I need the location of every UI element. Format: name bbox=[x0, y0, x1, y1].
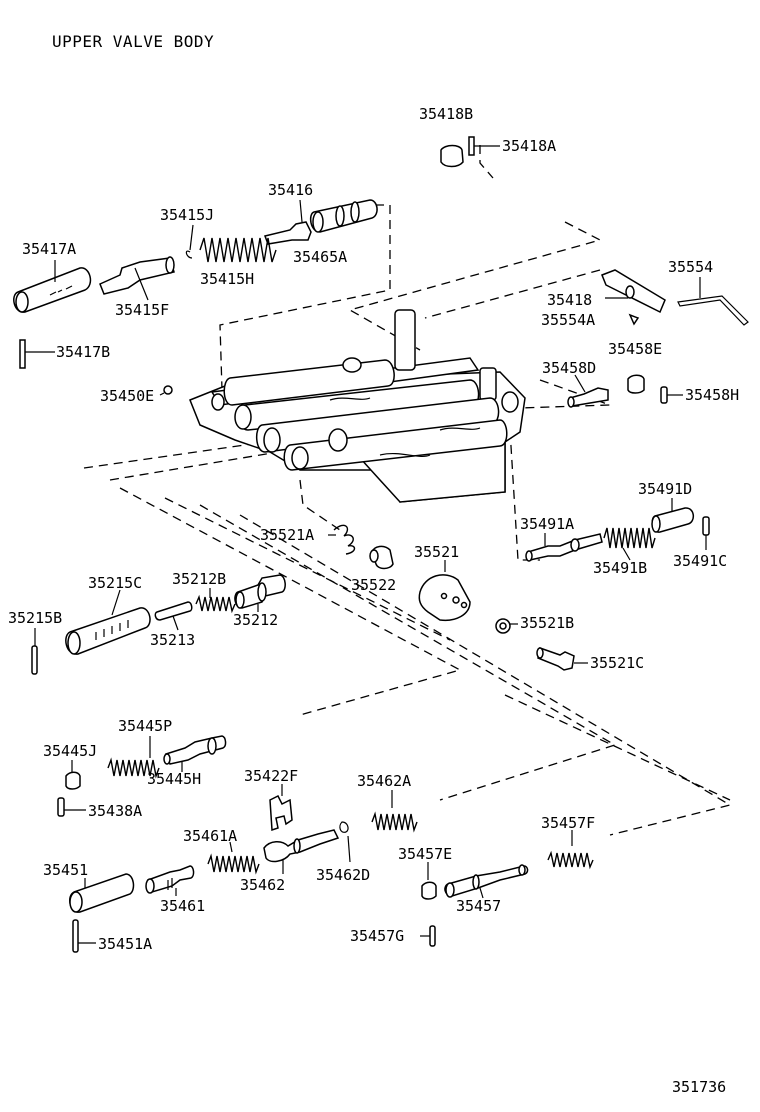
label-35215C: 35215C bbox=[88, 574, 142, 592]
label-35458D: 35458D bbox=[542, 359, 596, 377]
diagram-title: UPPER VALVE BODY bbox=[52, 32, 214, 51]
part-35521C[interactable]: 35521C bbox=[536, 647, 644, 672]
part-35415H[interactable]: 35415H bbox=[199, 237, 277, 288]
part-35491C[interactable]: 35491C bbox=[673, 516, 727, 570]
part-35445P[interactable]: 35445P bbox=[107, 717, 172, 779]
part-35461[interactable]: 35461 bbox=[145, 865, 205, 915]
label-35457F: 35457F bbox=[541, 814, 595, 832]
label-35457G: 35457G bbox=[350, 927, 404, 945]
part-35417B[interactable]: 35417B bbox=[19, 339, 110, 369]
label-35458E: 35458E bbox=[608, 340, 662, 358]
label-35554: 35554 bbox=[668, 258, 713, 276]
label-35415H: 35415H bbox=[200, 270, 254, 288]
part-35415J[interactable]: 35415J bbox=[160, 206, 214, 259]
label-35457E: 35457E bbox=[398, 845, 452, 863]
upper-valve-body bbox=[189, 309, 526, 503]
part-35415F[interactable]: 35415F bbox=[99, 256, 175, 319]
label-35416: 35416 bbox=[268, 181, 313, 199]
part-35416[interactable]: 35416 bbox=[263, 181, 313, 245]
label-35418B: 35418B bbox=[419, 105, 473, 123]
label-35521A: 35521A bbox=[260, 526, 314, 544]
label-35462A: 35462A bbox=[357, 772, 411, 790]
part-35445J[interactable]: 35445J bbox=[43, 742, 97, 790]
part-35417A[interactable]: 35417A bbox=[13, 240, 92, 313]
label-35415F: 35415F bbox=[115, 301, 169, 319]
label-35521B: 35521B bbox=[520, 614, 574, 632]
label-35422F: 35422F bbox=[244, 767, 298, 785]
part-35462[interactable]: 35462 bbox=[240, 829, 340, 894]
label-35450E: 35450E bbox=[100, 387, 154, 405]
part-35457E[interactable]: 35457E bbox=[398, 845, 452, 900]
label-35417A: 35417A bbox=[22, 240, 76, 258]
part-35461A[interactable]: 35461A bbox=[183, 827, 260, 875]
label-35461: 35461 bbox=[160, 897, 205, 915]
label-35445J: 35445J bbox=[43, 742, 97, 760]
label-35461A: 35461A bbox=[183, 827, 237, 845]
part-35418A[interactable]: 35418A bbox=[468, 136, 556, 156]
part-35462D[interactable]: 35462D bbox=[316, 821, 370, 884]
label-35445H: 35445H bbox=[147, 770, 201, 788]
label-35212: 35212 bbox=[233, 611, 278, 629]
part-35521A[interactable]: 35521A bbox=[260, 524, 356, 555]
part-35458H[interactable]: 35458H bbox=[660, 386, 739, 404]
label-35417B: 35417B bbox=[56, 343, 110, 361]
part-35450E[interactable]: 35450E bbox=[100, 385, 173, 405]
part-35445H[interactable]: 35445H bbox=[147, 735, 227, 788]
label-35451A: 35451A bbox=[98, 935, 152, 953]
label-35415J: 35415J bbox=[160, 206, 214, 224]
part-35451[interactable]: 35451 bbox=[43, 861, 135, 913]
part-35491A[interactable]: 35491A bbox=[520, 515, 603, 562]
part-35458E[interactable]: 35458E bbox=[608, 340, 662, 394]
part-35215C[interactable]: 35215C bbox=[65, 574, 151, 655]
label-35418: 35418 bbox=[547, 291, 592, 309]
label-35491A: 35491A bbox=[520, 515, 574, 533]
part-35457G[interactable]: 35457G bbox=[350, 925, 436, 947]
assembly-dashed-lines bbox=[83, 145, 732, 836]
label-35491D: 35491D bbox=[638, 480, 692, 498]
part-35438A[interactable]: 35438A bbox=[57, 797, 142, 820]
part-35554[interactable]: 35554 bbox=[668, 258, 749, 326]
label-35522: 35522 bbox=[351, 576, 396, 594]
label-35418A: 35418A bbox=[502, 137, 556, 155]
label-35445P: 35445P bbox=[118, 717, 172, 735]
part-35422F[interactable]: 35422F bbox=[244, 767, 298, 832]
label-35215B: 35215B bbox=[8, 609, 62, 627]
part-35215B[interactable]: 35215B bbox=[8, 609, 62, 675]
part-35465A[interactable]: 35465A bbox=[293, 199, 378, 266]
part-35554A[interactable]: 35554A bbox=[541, 311, 640, 329]
label-35554A: 35554A bbox=[541, 311, 595, 329]
label-35213: 35213 bbox=[150, 631, 195, 649]
part-35457F[interactable]: 35457F bbox=[541, 814, 595, 870]
label-35491C: 35491C bbox=[673, 552, 727, 570]
label-35451: 35451 bbox=[43, 861, 88, 879]
part-35457[interactable]: 35457 bbox=[444, 864, 529, 915]
part-35491D[interactable]: 35491D bbox=[638, 480, 694, 533]
part-35462A[interactable]: 35462A bbox=[357, 772, 418, 833]
label-35465A: 35465A bbox=[293, 248, 347, 266]
label-35458H: 35458H bbox=[685, 386, 739, 404]
label-35438A: 35438A bbox=[88, 802, 142, 820]
label-35212B: 35212B bbox=[172, 570, 226, 588]
label-35521: 35521 bbox=[414, 543, 459, 561]
part-35458D[interactable]: 35458D bbox=[542, 359, 609, 408]
part-35213[interactable]: 35213 bbox=[150, 601, 195, 649]
part-35212[interactable]: 35212 bbox=[233, 574, 286, 629]
part-35521[interactable]: 35521 bbox=[414, 543, 471, 622]
label-35462D: 35462D bbox=[316, 866, 370, 884]
label-35521C: 35521C bbox=[590, 654, 644, 672]
part-35521B[interactable]: 35521B bbox=[495, 614, 574, 634]
part-35212B[interactable]: 35212B bbox=[172, 570, 236, 614]
part-35451A[interactable]: 35451A bbox=[72, 919, 152, 953]
part-35522[interactable]: 35522 bbox=[351, 545, 396, 594]
part-35418B[interactable]: 35418B bbox=[419, 105, 473, 168]
figure-number: 351736 bbox=[672, 1078, 726, 1096]
part-35418[interactable]: 35418 bbox=[547, 269, 666, 314]
part-35491B[interactable]: 35491B bbox=[593, 527, 656, 577]
label-35457: 35457 bbox=[456, 897, 501, 915]
label-35491B: 35491B bbox=[593, 559, 647, 577]
label-35462: 35462 bbox=[240, 876, 285, 894]
